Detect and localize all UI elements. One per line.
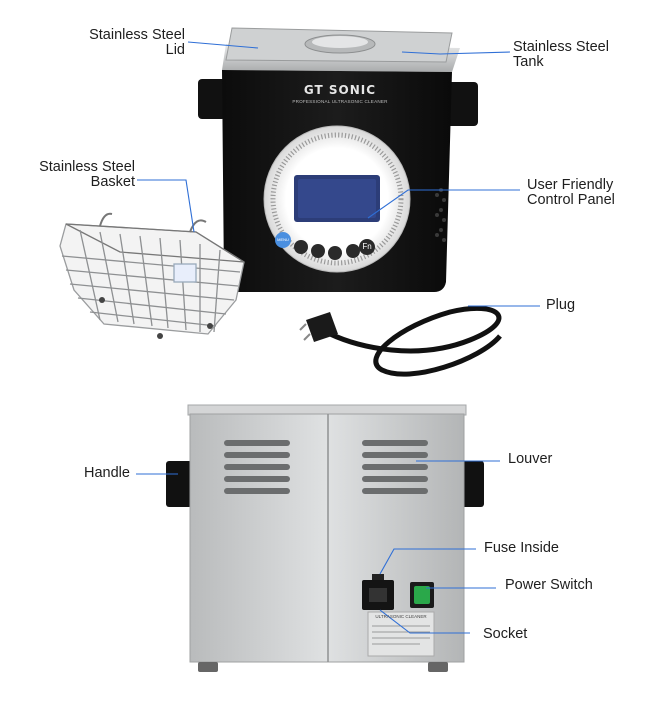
callout-control-panel: User Friendly Control Panel [527, 177, 615, 208]
callout-socket: Socket [483, 626, 528, 642]
basket-leader [137, 179, 195, 233]
rear-view-cleaner [166, 404, 484, 672]
lid-leader [187, 41, 259, 49]
callout-handle: Handle [84, 465, 130, 481]
callout-louver: Louver [508, 451, 553, 467]
front-view-cleaner [198, 27, 478, 292]
callout-fuse: Fuse Inside [484, 540, 559, 556]
callout-plug: Plug [546, 297, 576, 313]
leader-lines [136, 41, 540, 634]
power-cord [299, 306, 502, 377]
rear-left-handle [166, 461, 192, 507]
fuse-holder [372, 574, 384, 580]
left-louvers [224, 440, 290, 494]
left-handle [198, 79, 226, 119]
callout-lid: Stainless Steel Lid [89, 27, 185, 58]
rating-plate [367, 611, 435, 657]
brand-tagline: PROFESSIONAL ULTRASONIC CLEANER [292, 99, 388, 104]
control-buttons [275, 232, 375, 260]
rear-plate-title: ULTRASONIC CLEANER [375, 614, 427, 619]
brand-logo: GT SONIC [300, 83, 380, 97]
fn-button-label: Fn [362, 242, 372, 251]
right-louvers [362, 440, 428, 494]
callout-tank: Stainless Steel Tank [513, 39, 609, 70]
control-panel-leader [367, 189, 520, 219]
foot-left [198, 662, 218, 672]
foot-right [428, 662, 448, 672]
brand-name: GT SONIC [303, 83, 377, 97]
callout-basket: Stainless Steel Basket [39, 159, 135, 190]
menu-button-label: MENU [277, 237, 289, 242]
wire-basket [59, 212, 245, 339]
callout-power-switch: Power Switch [505, 577, 593, 593]
menu-button [275, 232, 291, 248]
tank-leader [401, 51, 511, 55]
socket-leader [379, 609, 470, 634]
fuse-leader [379, 548, 476, 575]
fn-button [359, 239, 375, 255]
